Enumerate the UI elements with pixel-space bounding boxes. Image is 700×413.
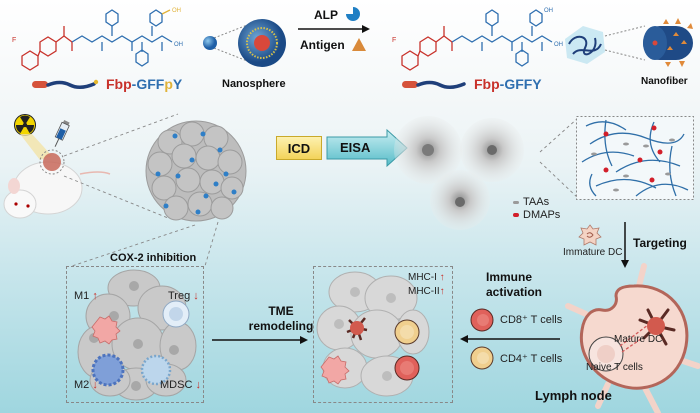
icd-label: ICD	[287, 140, 311, 156]
legend-dmaps: DMAPs	[513, 209, 560, 221]
name-part: Fbp	[474, 76, 500, 92]
nanofiber-illustration	[565, 18, 693, 67]
mdsc-label: MDSC ↓	[160, 379, 201, 391]
targeting-label: Targeting	[633, 236, 687, 250]
tme-label-line2: remodeling	[248, 319, 314, 333]
m1-text: M1	[74, 290, 90, 302]
fbp-gffy-structure: F OH OH	[392, 8, 563, 71]
mdsc-text: MDSC	[160, 379, 193, 391]
tme-label-line1: TME	[268, 304, 294, 318]
mhc-ii-label: MHC-II↑	[408, 286, 445, 297]
lymph-node-label: Lymph node	[535, 388, 612, 403]
dmaps-marker	[513, 213, 519, 217]
fluorine-label: F	[12, 37, 16, 44]
nanosphere-label: Nanosphere	[222, 78, 286, 90]
cd8-t-cells-label: CD8⁺ T cells	[500, 314, 563, 326]
treg-down-arrow-icon: ↓	[193, 290, 199, 302]
icd-badge: ICD	[276, 136, 322, 160]
mhc-i-up-arrow-icon: ↑	[439, 272, 445, 283]
nanofiber-label: Nanofiber	[641, 76, 688, 87]
name-part: p	[164, 76, 173, 92]
treg-text: Treg	[168, 290, 191, 302]
cox2-inhibition-label: COX-2 inhibition	[110, 252, 197, 264]
mhc-i-text: MHC-I	[408, 272, 437, 283]
hydroxyl-label: OH	[544, 8, 553, 14]
eisa-label: EISA	[340, 140, 371, 155]
cd4-t-cell-icon	[470, 346, 494, 370]
immune-activation-arrow	[460, 335, 560, 343]
mhc-ii-text: MHC-II	[408, 286, 440, 297]
taas-label: TAAs	[523, 196, 550, 208]
mouse-illustration	[3, 134, 111, 219]
tme-after-cells	[316, 271, 430, 397]
tme-after-box	[313, 266, 453, 403]
tme-remodeling-arrow	[212, 336, 308, 344]
lymph-node-illustration	[565, 263, 700, 413]
acid-label: OH	[174, 42, 183, 48]
radiation-icon	[14, 114, 36, 136]
m2-down-arrow-icon: ↓	[92, 379, 98, 391]
mature-dc-label: Mature DC	[614, 334, 663, 345]
m1-up-arrow-icon: ↑	[92, 290, 98, 302]
nanosphere-illustration	[203, 19, 286, 67]
m2-label: M2 ↓	[74, 379, 98, 391]
naive-t-cells-label: Naive T cells	[586, 362, 643, 373]
name-part: -GFF	[131, 76, 165, 92]
tme-before-box	[66, 266, 204, 403]
cd4-t-cells-label: CD4⁺ T cells	[500, 353, 563, 365]
tumor-cluster	[145, 120, 247, 222]
mdsc-down-arrow-icon: ↓	[195, 379, 201, 391]
acid-label: OH	[554, 42, 563, 48]
m1-label: M1 ↑	[74, 290, 98, 302]
antigen-triangle-icon	[352, 38, 366, 51]
peptide-chain-icon	[402, 80, 466, 89]
fbp-gffpy-label: Fbp-GFFpY	[106, 76, 182, 92]
tme-before-cells	[77, 269, 197, 401]
phosphate-label: OH	[172, 8, 181, 14]
name-part: Y	[172, 76, 183, 92]
immature-dc-icon	[578, 224, 602, 246]
treg-label: Treg ↓	[168, 290, 199, 302]
antigen-label: Antigen	[300, 38, 345, 52]
fbp-gffy-label: Fbp-GFFY	[474, 76, 542, 92]
reaction-arrow	[298, 25, 370, 33]
alp-enzyme-icon	[346, 7, 360, 21]
legend-taas: TAAs	[513, 196, 549, 208]
m2-text: M2	[74, 379, 90, 391]
peptide-chain-icon	[32, 79, 99, 89]
immune-label-line1: Immune	[486, 270, 533, 284]
dmaps-label: DMAPs	[523, 209, 561, 221]
immature-dc-label: Immature DC	[563, 247, 623, 258]
mhc-ii-up-arrow-icon: ↑	[439, 286, 445, 297]
fbp-gffpy-structure: F OH OH	[12, 8, 183, 71]
targeting-arrow	[621, 222, 629, 268]
name-part: -GFFY	[499, 76, 542, 92]
name-part: Fbp	[106, 76, 132, 92]
nanofiber-network-inset	[576, 116, 694, 200]
alp-label: ALP	[314, 8, 338, 22]
immune-label-line2: activation	[486, 285, 543, 299]
taas-marker	[513, 200, 519, 204]
mhc-i-label: MHC-I ↑	[408, 272, 445, 283]
cd8-t-cell-icon	[470, 308, 494, 332]
fluorine-label: F	[392, 37, 396, 44]
dying-tumor-cells	[394, 116, 524, 230]
